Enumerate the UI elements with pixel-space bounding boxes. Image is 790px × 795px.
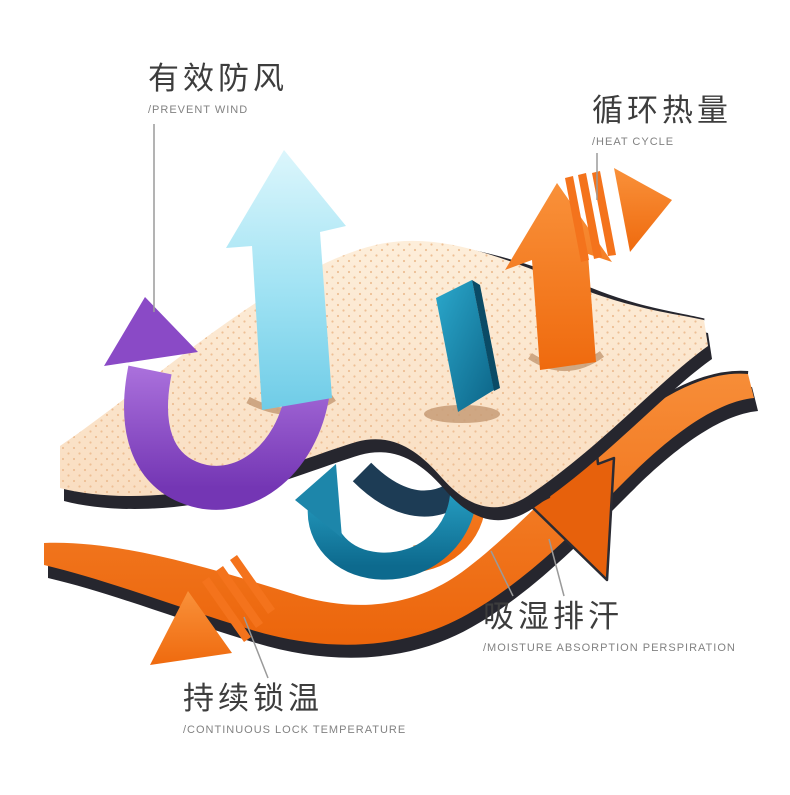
swirl-shadow-band xyxy=(352,462,459,517)
swirl-teal-band xyxy=(307,459,478,580)
heat-cycle-arrowhead xyxy=(614,168,672,252)
orange-up-arrow-icon xyxy=(505,183,612,370)
label-heat-cycle: 循环热量 /HEAT CYCLE xyxy=(592,93,732,149)
purple-arrow-band xyxy=(124,365,330,510)
lock-temp-arrowhead xyxy=(150,591,232,665)
heat-cycle-stripe xyxy=(578,173,602,259)
lock-temp-subtitle: /CONTINUOUS LOCK TEMPERATURE xyxy=(183,724,407,737)
label-moisture-absorption: 吸湿排汗 /MOISTURE ABSORPTION PERSPIRATION xyxy=(483,599,736,655)
teal-vent-slab-icon xyxy=(436,280,500,412)
purple-curved-arrow-icon xyxy=(104,297,330,510)
lock-temp-title: 持续锁温 xyxy=(183,681,323,716)
vent-slab-shadow xyxy=(424,405,500,423)
heat-cycle-title: 循环热量 xyxy=(592,93,732,128)
heat-cycle-stripe xyxy=(592,171,616,256)
prevent-wind-subtitle: /PREVENT WIND xyxy=(148,104,249,117)
lock-temp-stripe xyxy=(202,577,251,642)
moisture-pointer-line xyxy=(548,538,565,597)
cyan-up-arrow-icon xyxy=(226,150,346,410)
vent-slab-face xyxy=(436,280,494,412)
swirl-teal-arrowhead xyxy=(295,464,342,538)
vent-slab-side xyxy=(472,280,500,391)
pointer-lines xyxy=(153,124,598,679)
moisture-subtitle: /MOISTURE ABSORPTION PERSPIRATION xyxy=(483,642,736,655)
moisture-pointer-line xyxy=(490,550,514,597)
lock-temp-pointer-line xyxy=(243,616,269,679)
lock-temp-stripe xyxy=(230,555,275,614)
heat-cycle-subtitle: /HEAT CYCLE xyxy=(592,136,675,149)
lock-temp-stripe xyxy=(216,566,263,628)
label-prevent-wind: 有效防风 /PREVENT WIND xyxy=(148,61,288,117)
heat-cycle-stripe xyxy=(565,176,589,262)
label-lock-temperature: 持续锁温 /CONTINUOUS LOCK TEMPERATURE xyxy=(183,681,407,737)
moisture-title: 吸湿排汗 xyxy=(483,599,623,634)
orange-down-left-arrow-icon xyxy=(150,555,275,665)
orange-chevron-arrow-icon xyxy=(565,168,672,262)
purple-arrowhead xyxy=(104,297,198,366)
prevent-wind-title: 有效防风 xyxy=(148,61,288,96)
